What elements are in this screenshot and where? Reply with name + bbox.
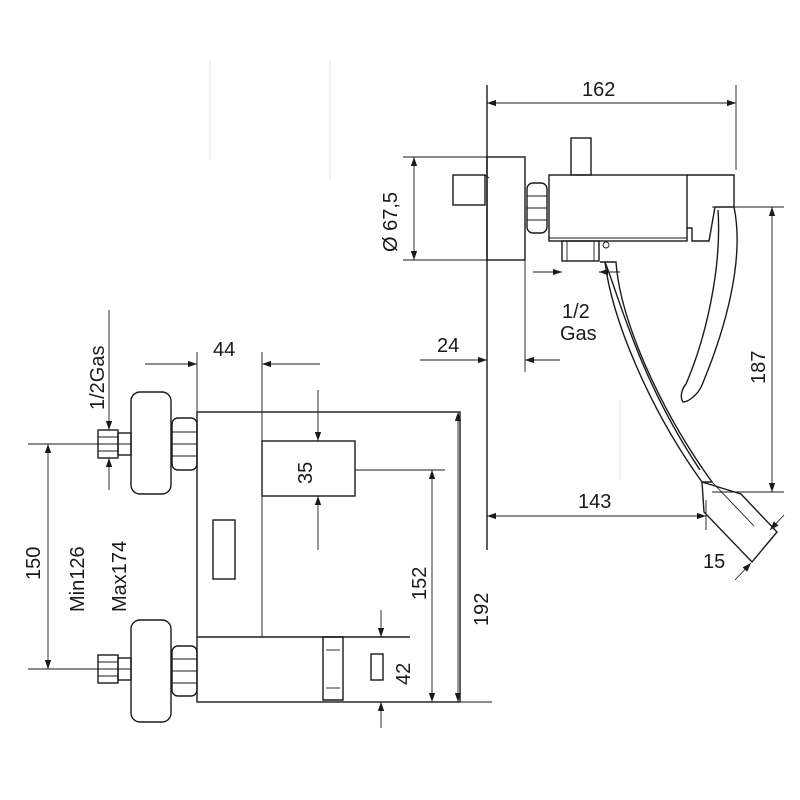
dim-24: 24 (437, 335, 459, 357)
dim-min126: Min126 (67, 546, 89, 612)
dim-192: 192 (471, 593, 493, 626)
handle-knob (452, 174, 486, 206)
dim-15: 15 (703, 551, 725, 573)
dim-35: 35 (295, 462, 317, 484)
dim-150: 150 (23, 547, 45, 580)
dim-187: 187 (748, 351, 770, 384)
top-stem (570, 137, 592, 176)
lower-wall-disc (130, 619, 172, 723)
dim-side-gas-2: Gas (560, 323, 597, 345)
dim-side-gas-1: 1/2 (562, 301, 590, 323)
dim-42: 42 (393, 663, 415, 685)
mixer-body-front (196, 411, 461, 703)
background-guides (209, 60, 621, 480)
dim-max174: Max174 (109, 541, 131, 612)
dim-152: 152 (409, 567, 431, 600)
wall-escutcheon (486, 156, 526, 261)
dim-inlet-gas: 1/2Gas (87, 346, 109, 410)
side-view (452, 85, 778, 564)
front-control-plate (212, 519, 236, 580)
lever-handle (687, 174, 735, 242)
dim-143: 143 (578, 491, 611, 513)
mixer-body-side (548, 174, 688, 242)
spout-outlet (701, 481, 778, 564)
front-handle (261, 440, 356, 497)
dim-162: 162 (582, 79, 615, 101)
front-dimensions: 44 1/2Gas 150 Min126 Max174 35 152 192 4… (23, 310, 493, 728)
dim-44: 44 (213, 339, 235, 361)
side-dimensions: 162 Ø 67,5 24 1/2 Gas 187 143 15 (380, 79, 785, 581)
spout (600, 261, 714, 483)
upper-wall-disc (130, 391, 172, 495)
dim-diameter: Ø 67,5 (380, 192, 402, 252)
front-outlet (322, 636, 344, 701)
